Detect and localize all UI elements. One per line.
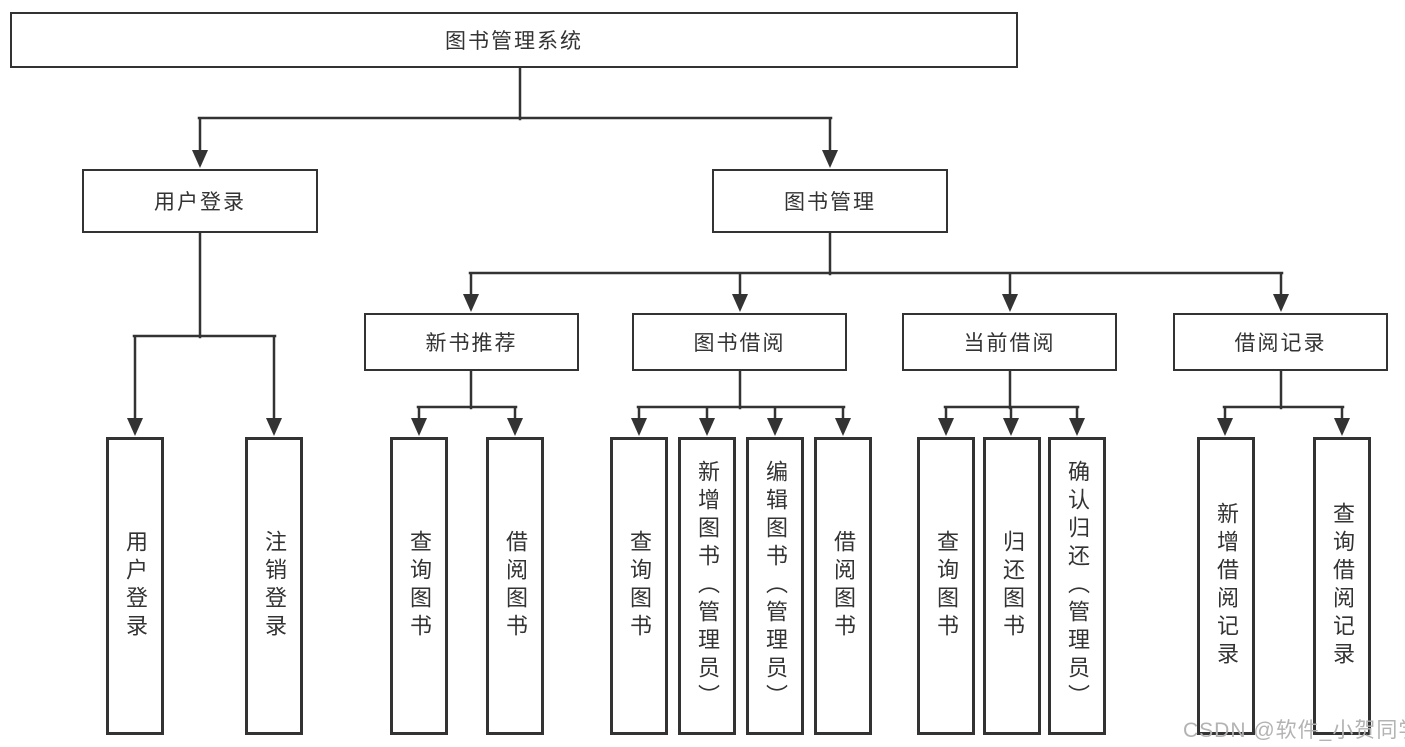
- node-borrowing-records: 借阅记录: [1173, 313, 1388, 371]
- node-label: 新增图书（管理员）: [695, 460, 720, 712]
- node-label: 查询图书: [627, 530, 652, 642]
- node-label: 查询借阅记录: [1330, 502, 1355, 670]
- node-label: 查询图书: [407, 530, 432, 642]
- node-label: 借阅图书: [503, 530, 528, 642]
- node-label: 新书推荐: [425, 332, 518, 355]
- node-label: 用户登录: [123, 530, 148, 642]
- arrowheads: [127, 150, 1350, 436]
- node-return-books: 归还图书: [983, 437, 1041, 735]
- node-confirm-return-admin: 确认归还（管理员）: [1048, 437, 1106, 735]
- node-add-books-admin: 新增图书（管理员）: [678, 437, 736, 735]
- node-label: 确认归还（管理员）: [1065, 460, 1090, 712]
- node-book-borrowing: 图书借阅: [632, 313, 847, 371]
- node-label: 图书管理系统: [445, 30, 583, 53]
- node-new-book-recommendation: 新书推荐: [364, 313, 579, 371]
- node-book-management: 图书管理: [712, 169, 948, 233]
- node-label: 当前借阅: [963, 332, 1056, 355]
- node-label: 图书管理: [784, 191, 876, 214]
- node-borrow-books-recommend: 借阅图书: [486, 437, 544, 735]
- node-label: 归还图书: [1000, 530, 1025, 642]
- node-label: 图书借阅: [693, 332, 786, 355]
- node-query-books-recommend: 查询图书: [390, 437, 448, 735]
- node-user-login: 用户登录: [82, 169, 318, 233]
- node-label: 借阅图书: [831, 530, 856, 642]
- node-add-borrow-record: 新增借阅记录: [1197, 437, 1255, 735]
- node-label: 用户登录: [154, 191, 246, 214]
- node-borrow-books-leaf: 借阅图书: [814, 437, 872, 735]
- watermark: CSDN @软件_小贺同学: [1183, 719, 1405, 742]
- node-library-management-system: 图书管理系统: [10, 12, 1018, 68]
- node-label: 查询图书: [934, 530, 959, 642]
- node-current-borrowing: 当前借阅: [902, 313, 1117, 371]
- node-edit-books-admin: 编辑图书（管理员）: [746, 437, 804, 735]
- node-query-books-current: 查询图书: [917, 437, 975, 735]
- node-logout: 注销登录: [245, 437, 303, 735]
- node-label: 编辑图书（管理员）: [763, 460, 788, 712]
- node-query-books-borrowing: 查询图书: [610, 437, 668, 735]
- node-query-borrow-record: 查询借阅记录: [1313, 437, 1371, 735]
- node-label: 注销登录: [262, 530, 287, 642]
- node-label: 新增借阅记录: [1214, 502, 1239, 670]
- node-user-login-leaf: 用户登录: [106, 437, 164, 735]
- node-label: 借阅记录: [1234, 332, 1327, 355]
